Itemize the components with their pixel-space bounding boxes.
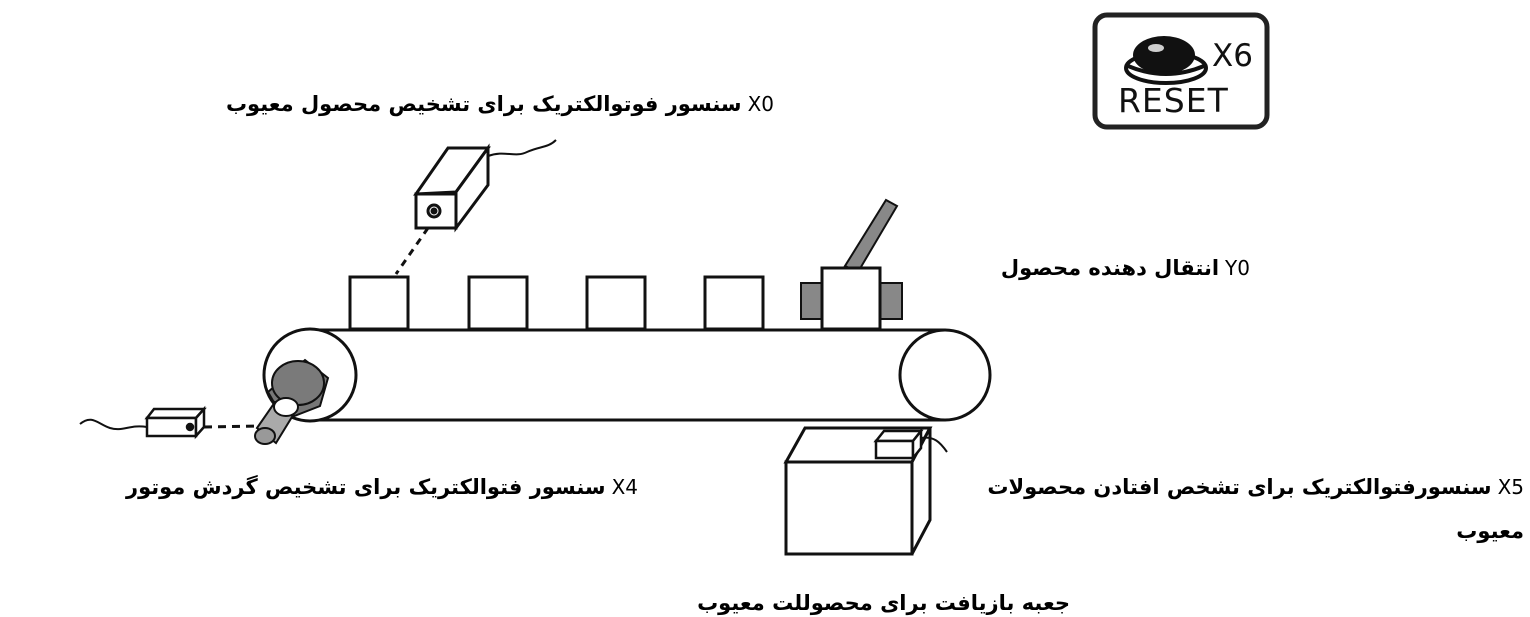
label-x5-sensor-line2: معیوب (1456, 519, 1524, 543)
product-boxes (348, 275, 765, 331)
reset-button[interactable] (1092, 12, 1270, 130)
push-button-icon (1124, 36, 1208, 85)
x0-sensor (394, 139, 557, 275)
label-x4-code: X4 (611, 475, 638, 499)
conveyor-belt (308, 328, 945, 422)
label-y0-code: Y0 (1225, 256, 1250, 280)
left-roller (254, 327, 358, 445)
label-x0-code: X0 (747, 92, 774, 116)
right-roller (898, 328, 992, 422)
reset-input-code: X6 (1212, 38, 1253, 74)
product-box (348, 275, 410, 331)
label-x0-text: سنسور فوتوالکتریک برای تشخیص محصول معیوب (225, 92, 742, 116)
x5-sensor (873, 427, 948, 462)
product-box (467, 275, 529, 331)
label-x5-text: سنسورفتوالکتریک برای تشخص افتادن محصولات (987, 475, 1492, 499)
recycle-bin (783, 426, 933, 556)
product-box (703, 275, 765, 331)
product-box (585, 275, 647, 331)
label-y0-text: انتقال دهنده محصول (1000, 256, 1220, 280)
label-recycle-bin: جعبه بازیافت برای محصوللت معیوب (697, 591, 1070, 615)
label-x5-code: X5 (1497, 475, 1524, 499)
label-x4-sensor: X4سنسور فتوالکتریک برای تشخیص گردش موتور (126, 477, 638, 498)
label-x0-sensor: X0سنسور فوتوالکتریک برای تشخیص محصول معی… (226, 94, 774, 115)
label-y0-pusher: Y0انتقال دهنده محصول (1001, 258, 1250, 279)
x4-sensor (79, 405, 259, 440)
label-x5-sensor: X5سنسورفتوالکتریک برای تشخص افتادن محصول… (987, 477, 1524, 498)
label-x4-text: سنسور فتوالکتریک برای تشخیص گردش موتور (126, 475, 606, 499)
reset-button-label: RESET (1118, 81, 1229, 120)
pusher-actuator (800, 198, 903, 331)
